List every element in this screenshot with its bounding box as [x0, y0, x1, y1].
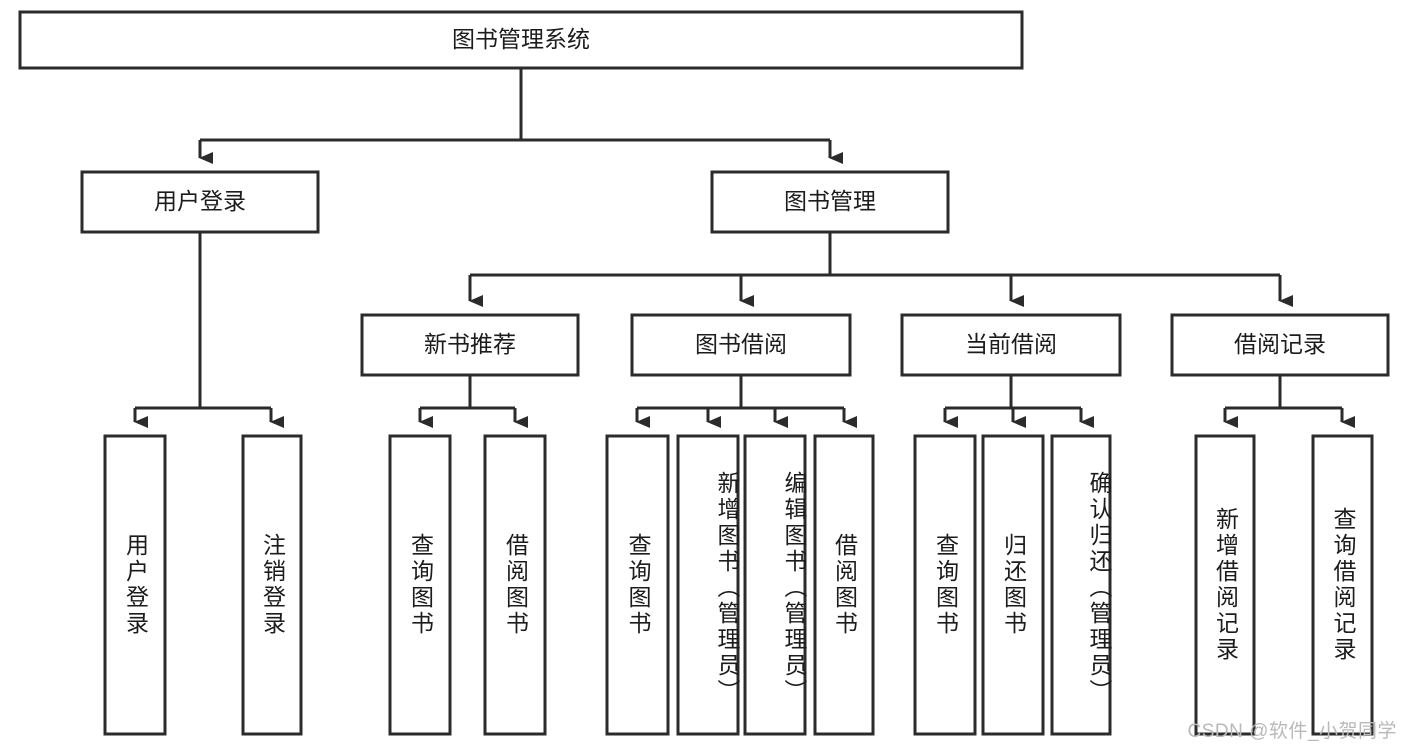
node-root-label: 图书管理系统 [452, 26, 590, 52]
node-leaf-query-book-1-box[interactable] [388, 434, 452, 736]
node-leaf-borrow-book-2-box[interactable] [813, 434, 875, 736]
node-book-borrow-label: 图书借阅 [695, 331, 787, 357]
node-book-borrow-box[interactable] [630, 313, 852, 377]
node-borrow-record-label: 借阅记录 [1234, 331, 1326, 357]
node-current-borrow[interactable]: 当前借阅 [900, 313, 1122, 377]
node-new-book-recommend-label: 新书推荐 [424, 331, 516, 357]
node-leaf-add-book-admin-box[interactable] [676, 434, 740, 736]
node-leaf-return-book-box[interactable] [981, 434, 1045, 736]
connector-group-current-borrow [943, 375, 1094, 428]
node-leaf-edit-book-admin-box[interactable] [743, 434, 807, 736]
node-current-borrow-box[interactable] [900, 313, 1122, 377]
node-leaf-query-book-2-box[interactable] [605, 434, 670, 736]
node-leaf-borrow-book-1-box[interactable] [483, 434, 547, 736]
csdn-watermark: CSDN @软件_小贺同学 [1187, 721, 1397, 742]
node-user-login-label: 用户登录 [154, 188, 246, 214]
node-new-book-recommend-box[interactable] [360, 313, 580, 377]
node-book-manage[interactable]: 图书管理 [710, 170, 950, 234]
node-leaf-query-borrow-record-box[interactable] [1311, 434, 1374, 736]
node-book-manage-box[interactable] [710, 170, 950, 234]
connector-group-book-borrow [635, 375, 857, 428]
node-book-borrow[interactable]: 图书借阅 [630, 313, 852, 377]
node-root-box[interactable] [18, 10, 1024, 70]
node-current-borrow-label: 当前借阅 [965, 331, 1057, 357]
connector-group-new-book-recommend [418, 375, 528, 428]
connector-group-root [198, 68, 843, 164]
connector-group-user-login [133, 232, 284, 428]
node-leaf-confirm-return-admin-box[interactable] [1050, 434, 1112, 736]
node-book-manage-label: 图书管理 [784, 188, 876, 214]
node-leaf-query-book-3-box[interactable] [913, 434, 977, 736]
connector-group-book-manage [468, 232, 1293, 307]
connector-group-borrow-record [1223, 375, 1355, 428]
node-user-login[interactable]: 用户登录 [80, 170, 320, 234]
node-root[interactable]: 图书管理系统 [18, 10, 1024, 70]
node-new-book-recommend[interactable]: 新书推荐 [360, 313, 580, 377]
node-leaf-add-borrow-record-box[interactable] [1194, 434, 1256, 736]
node-borrow-record-box[interactable] [1170, 313, 1390, 377]
node-borrow-record[interactable]: 借阅记录 [1170, 313, 1390, 377]
node-user-login-box[interactable] [80, 170, 320, 234]
node-leaf-user-login-box[interactable] [103, 434, 167, 736]
node-leaf-logout-login-box[interactable] [241, 434, 303, 736]
